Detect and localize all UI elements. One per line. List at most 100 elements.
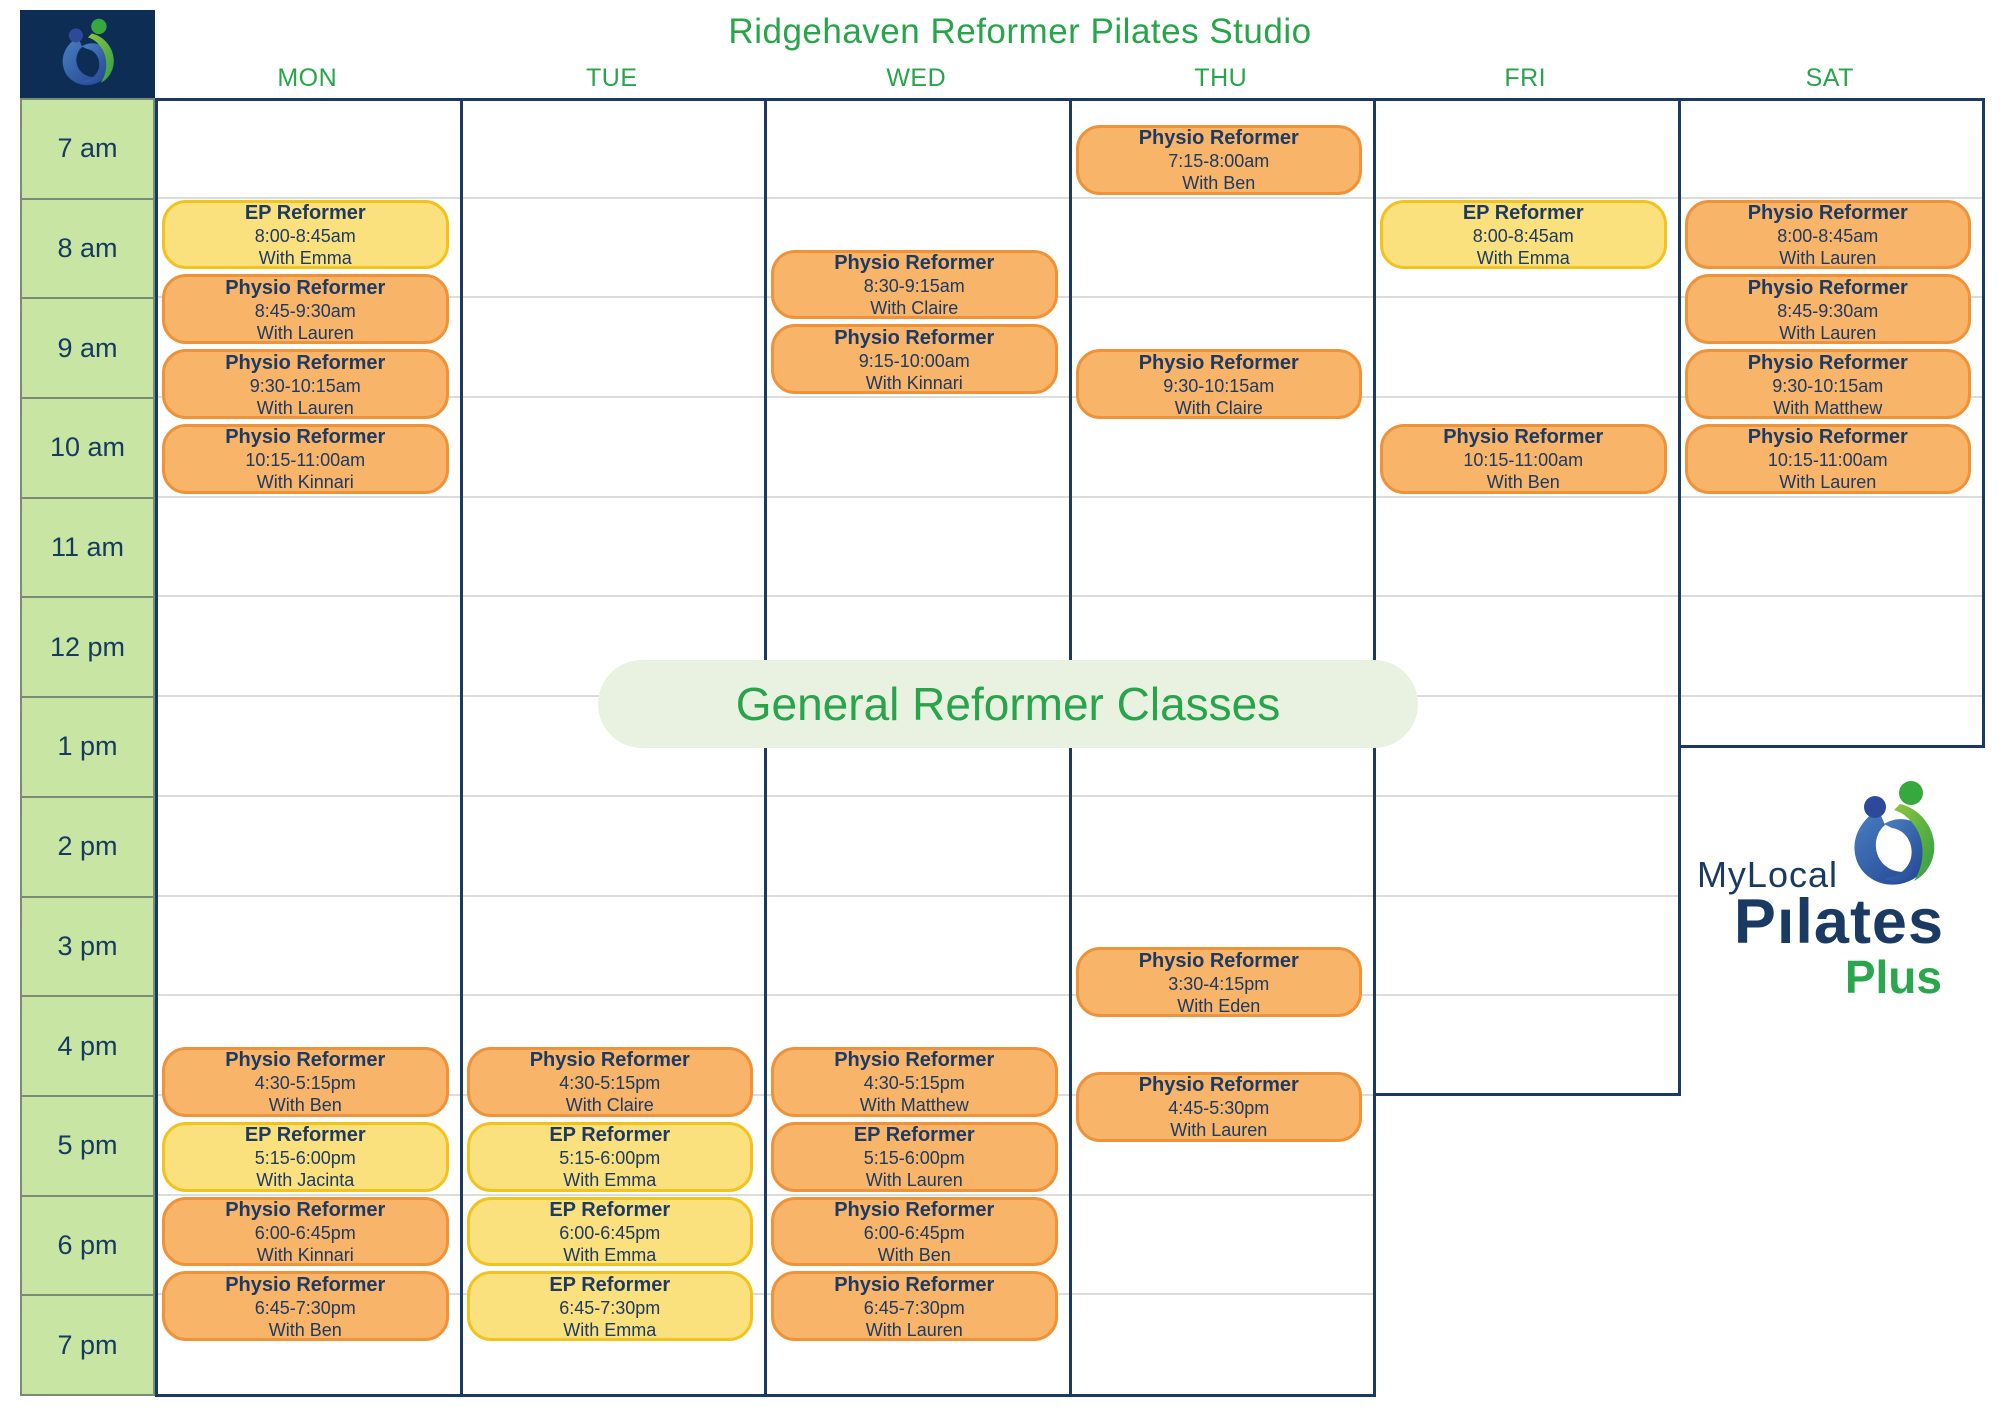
class-time: 9:30-10:15am (1772, 375, 1884, 396)
general-classes-label: General Reformer Classes (735, 678, 1281, 730)
hour-line (767, 396, 1069, 399)
class-name: EP Reformer (853, 1124, 975, 1147)
class-time: 5:15-6:00pm (863, 1148, 965, 1169)
general-classes-pill: General Reformer Classes (598, 660, 1418, 748)
class-name: Physio Reformer (1747, 202, 1908, 225)
class-name: Physio Reformer (1138, 1074, 1299, 1097)
hour-line (158, 495, 460, 498)
hour-line (462, 994, 764, 997)
class-instructor: With Jacinta (256, 1170, 355, 1191)
hour-line (158, 1193, 460, 1196)
brand-plus: Plus (1844, 951, 1942, 1003)
class-instructor: With Matthew (859, 1095, 969, 1116)
class-time: 6:45-7:30pm (559, 1297, 661, 1318)
day-header-thu: THU (1194, 63, 1248, 92)
class-time: 6:00-6:45pm (863, 1223, 965, 1243)
time-label: 6 pm (20, 1194, 155, 1297)
class-time: 8:45-9:30am (1777, 300, 1879, 321)
time-label: 9 am (20, 297, 155, 400)
class-instructor: With Lauren (1170, 1120, 1268, 1141)
class-name: EP Reformer (244, 1124, 366, 1147)
hour-line (1680, 196, 1982, 199)
class-instructor: With Eden (1177, 995, 1261, 1016)
day-header-wed: WED (886, 63, 947, 92)
class-time: 6:45-7:30pm (863, 1297, 965, 1318)
time-label: 1 pm (20, 696, 155, 798)
class-instructor: With Kinnari (256, 1245, 354, 1265)
hour-line (158, 794, 460, 797)
class-instructor: With Lauren (865, 1319, 963, 1340)
class-time: 8:00-8:45am (1777, 226, 1879, 247)
class-instructor: With Emma (258, 248, 352, 269)
hour-line (1071, 495, 1373, 498)
hour-line (1071, 794, 1373, 797)
hour-line (462, 894, 764, 897)
class-time: 3:30-4:15pm (1168, 973, 1270, 994)
class-name: Physio Reformer (1747, 351, 1908, 374)
class-time: 10:15-11:00am (1463, 450, 1584, 471)
class-name: EP Reformer (549, 1199, 671, 1221)
hour-line (1376, 695, 1678, 698)
class-time: 8:00-8:45am (254, 226, 356, 247)
hour-line (1071, 595, 1373, 598)
class-time: 9:30-10:15am (249, 375, 361, 396)
hour-line (1376, 495, 1678, 498)
hour-line (1376, 994, 1678, 997)
hour-line (158, 994, 460, 997)
class-name: Physio Reformer (225, 1273, 386, 1296)
hour-line (767, 495, 1069, 498)
class-time: 4:30-5:15pm (254, 1073, 356, 1094)
class-time: 6:00-6:45pm (254, 1223, 356, 1243)
class-name: EP Reformer (549, 1273, 671, 1296)
class-time: 4:30-5:15pm (863, 1073, 965, 1094)
class-name: Physio Reformer (834, 251, 995, 274)
hour-line (462, 495, 764, 498)
time-label: 4 pm (20, 995, 155, 1097)
page-title: Ridgehaven Reformer Pilates Studio (728, 12, 1312, 51)
day-header-fri: FRI (1504, 63, 1547, 92)
class-instructor: With Claire (870, 297, 959, 318)
brand-pilates: Pılates (1733, 887, 1944, 957)
class-time: 5:15-6:00pm (254, 1148, 356, 1169)
class-time: 8:45-9:30am (254, 300, 356, 321)
hour-line (1071, 1293, 1373, 1296)
class-name: Physio Reformer (225, 1199, 386, 1221)
class-name: Physio Reformer (225, 426, 386, 449)
class-name: Physio Reformer (529, 1049, 690, 1072)
class-time: 9:30-10:15am (1163, 375, 1275, 396)
hour-line (462, 595, 764, 598)
studio-logo-box (20, 10, 155, 98)
hour-line (462, 196, 764, 199)
time-label: 3 pm (20, 895, 155, 998)
hour-line (1071, 196, 1373, 199)
class-name: Physio Reformer (225, 276, 386, 299)
class-instructor: With Emma (1476, 248, 1570, 269)
class-instructor: With Claire (1174, 397, 1263, 418)
time-label: 7 pm (20, 1294, 155, 1396)
hour-line (767, 595, 1069, 598)
class-name: Physio Reformer (225, 351, 386, 374)
class-time: 9:15-10:00am (858, 350, 970, 371)
hour-line (462, 296, 764, 299)
class-instructor: With Lauren (865, 1170, 963, 1191)
class-name: Physio Reformer (1747, 426, 1908, 449)
class-name: Physio Reformer (834, 1199, 995, 1221)
class-time: 4:30-5:15pm (559, 1073, 661, 1094)
class-instructor: With Lauren (1779, 322, 1877, 343)
class-name: Physio Reformer (1443, 426, 1604, 449)
